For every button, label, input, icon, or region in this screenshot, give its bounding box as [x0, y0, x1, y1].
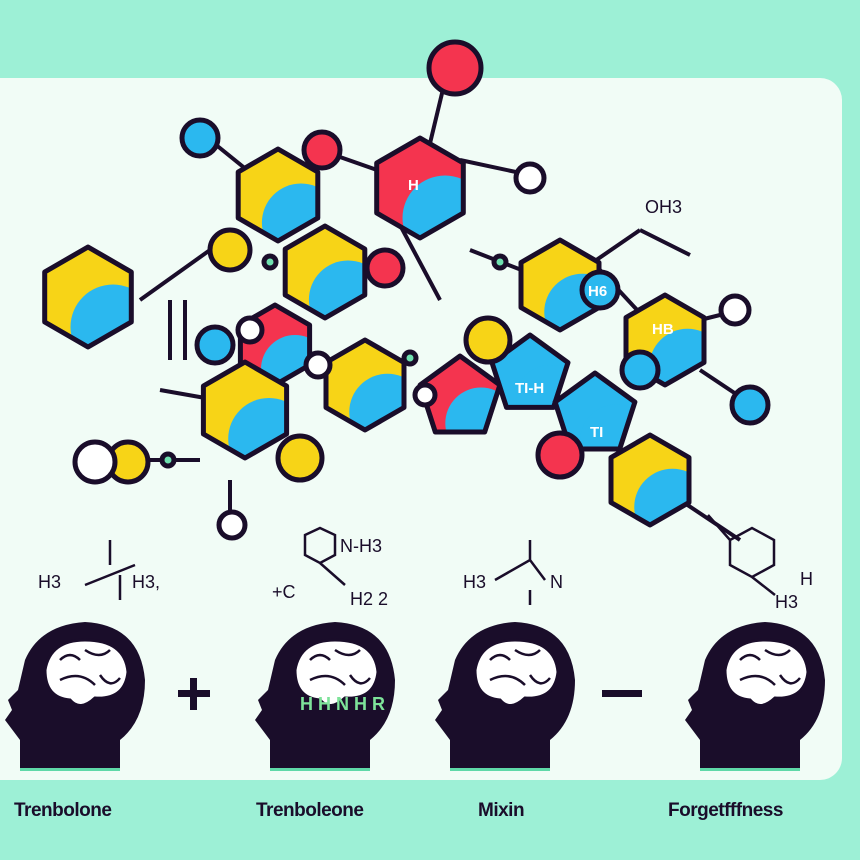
atom-ball [401, 349, 419, 367]
atom-ball [579, 269, 621, 311]
atom-ball [159, 451, 177, 469]
atom-label-tih: TI-H [515, 380, 544, 397]
formula-4-bottom: H3 [775, 592, 798, 612]
atoms [72, 39, 771, 541]
hexagon-ring [282, 223, 368, 321]
atom-label-h: H [408, 177, 419, 194]
atom-label-oh3: OH3 [645, 197, 682, 217]
formula-3 [494, 540, 546, 605]
atom-ball [364, 247, 406, 289]
hexagon-ring [608, 432, 692, 528]
formula-2-left: +C [272, 582, 296, 602]
atom-ball [491, 253, 509, 271]
head-silhouette [435, 622, 575, 771]
atom-ball [179, 117, 221, 159]
brain-symbols: H H N H R [300, 694, 385, 714]
label-trenbolone: Trenbolone [14, 800, 112, 821]
atom-ball [426, 39, 484, 97]
formula-4 [707, 514, 776, 596]
label-trenboleone: Trenboleone [256, 800, 364, 821]
formula-2 [303, 526, 346, 586]
atom-ball [729, 384, 771, 426]
formula-2-top: N-H3 [340, 536, 382, 556]
atom-ball [275, 433, 325, 483]
atom-ball [513, 161, 547, 195]
hexagon-ring [42, 244, 134, 350]
atom-ball [72, 439, 118, 485]
formula-1-right: H3, [132, 572, 160, 592]
atom-ball [261, 253, 279, 271]
formula-4-right: H [800, 569, 813, 589]
plus-operator-v [190, 678, 197, 710]
atom-ball [303, 350, 333, 380]
hexagon-ring [518, 237, 602, 333]
atom-label-h6: H6 [588, 283, 607, 300]
heads [5, 622, 825, 771]
hexagon-ring [374, 135, 466, 241]
atom-ball [718, 293, 752, 327]
atom-ball [194, 324, 236, 366]
atom-ball [216, 509, 248, 541]
label-mixin: Mixin [478, 800, 525, 821]
formula-3-right: N [550, 572, 563, 592]
atom-ball [619, 349, 661, 391]
label-forgetfulness: Forgetfffness [668, 800, 783, 821]
atom-ball [207, 227, 253, 273]
minus-operator [602, 690, 642, 697]
formula-1 [84, 540, 136, 600]
atom-label-hb: HB [652, 321, 674, 338]
rings [42, 135, 707, 528]
atom-ball [301, 129, 343, 171]
formula-2-right: H2 2 [350, 589, 388, 609]
hexagon-ring [200, 359, 290, 461]
atom-label-ti: TI [590, 424, 603, 441]
head-silhouette [255, 622, 395, 771]
formula-1-left: H3 [38, 572, 61, 592]
atom-ball [463, 315, 513, 365]
head-silhouette [685, 622, 825, 771]
hexagon-ring [235, 146, 321, 244]
atom-ball [235, 315, 265, 345]
formula-3-left: H3 [463, 572, 486, 592]
atom-ball [535, 430, 585, 480]
head-silhouette [5, 622, 145, 771]
atom-ball [412, 382, 438, 408]
